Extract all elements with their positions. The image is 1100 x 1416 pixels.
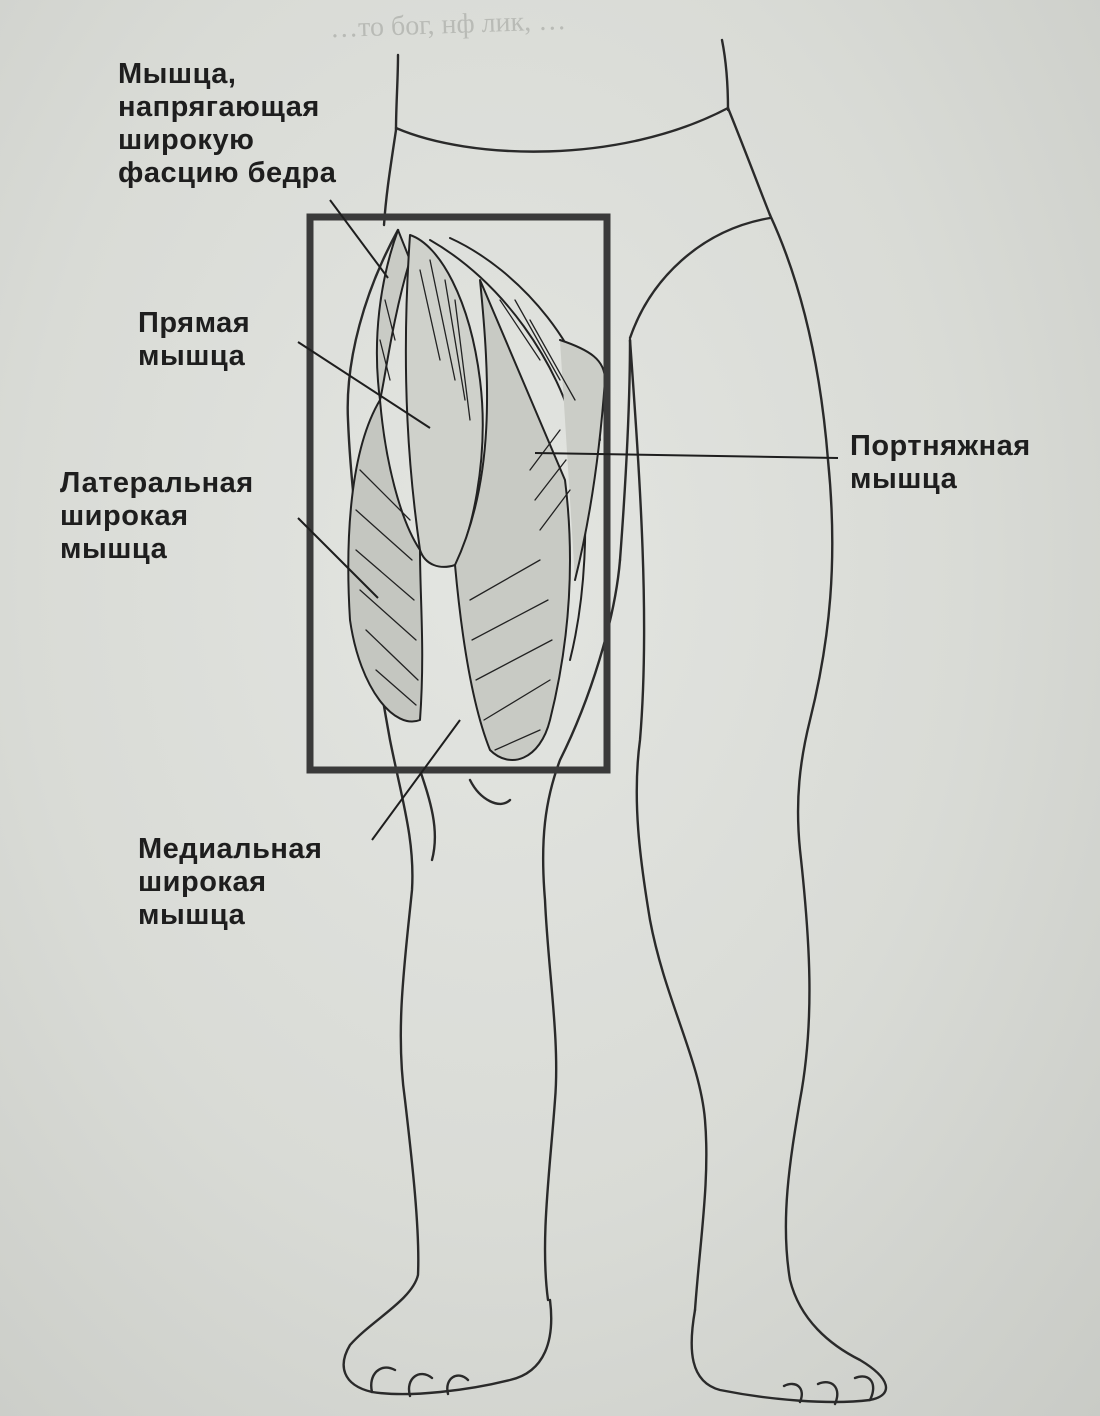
left-leg-inner-outline	[541, 558, 622, 1302]
leader-lat	[297, 517, 379, 599]
highlight-frame	[306, 213, 611, 774]
label-vastus-lateralis: Латеральная широкая мышца	[60, 467, 254, 565]
right-leg-inner-outline	[628, 338, 708, 1312]
right-leg-outer-outline	[690, 213, 888, 1404]
body-right-contour-upper	[720, 38, 730, 112]
brief-leg-opening	[628, 216, 772, 340]
leader-tfl	[329, 199, 389, 279]
knee-detail	[418, 768, 512, 862]
label-rectus-femoris: Прямая мышца	[138, 307, 251, 372]
crotch-line	[618, 338, 632, 562]
brief-right-edge	[726, 106, 772, 217]
brief-left-edge	[382, 128, 398, 227]
label-sartorius: Портняжная мышца	[850, 430, 1031, 495]
right-foot-toes	[782, 1375, 875, 1406]
thigh-muscles	[347, 229, 606, 761]
body-left-contour-upper	[394, 53, 400, 132]
left-foot-toes	[370, 1366, 470, 1398]
leader-sart	[534, 452, 839, 459]
waistband	[394, 106, 730, 153]
leader-rect	[297, 341, 431, 429]
label-vastus-medialis: Медиальная широкая мышца	[138, 833, 323, 931]
leader-med	[371, 719, 461, 841]
label-tensor-fasciae-latae: Мышца, напрягающая широкую фасцию бедра	[118, 58, 337, 189]
